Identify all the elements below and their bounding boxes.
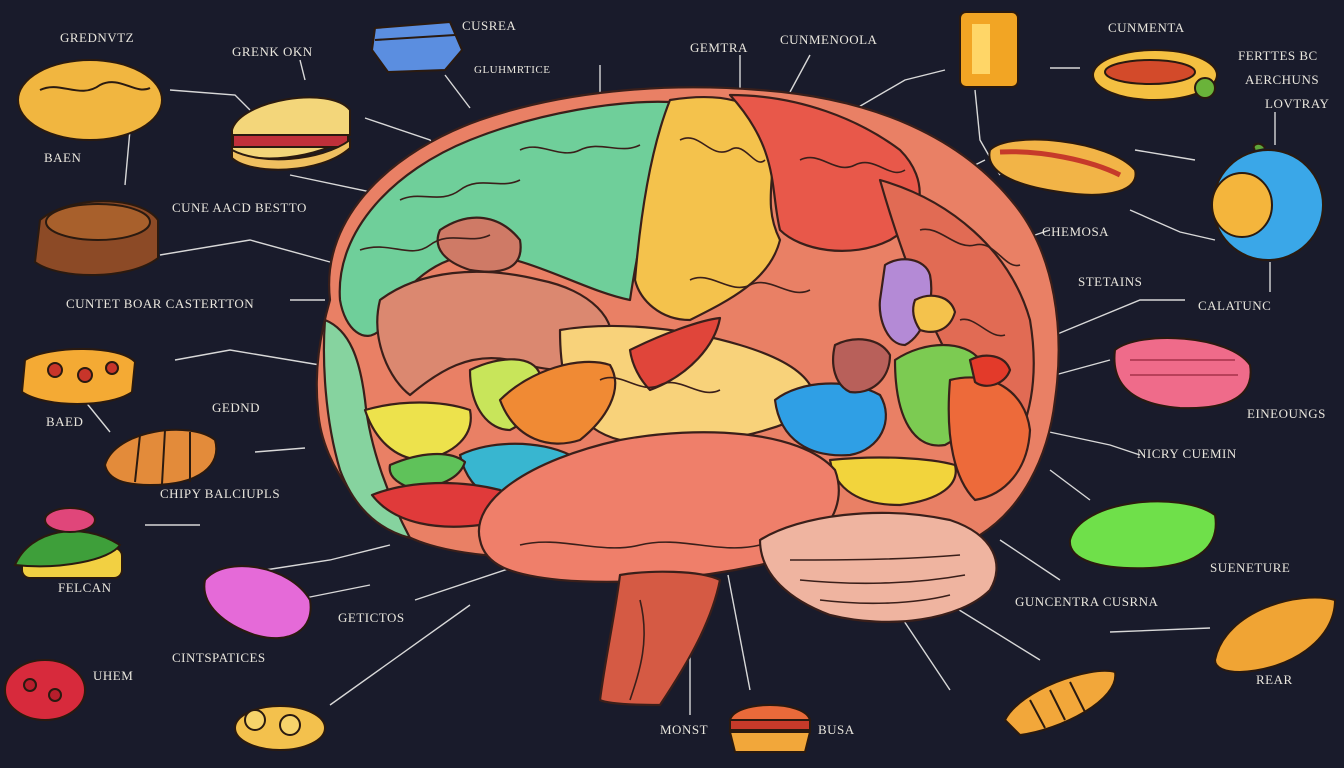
burger-icon — [728, 704, 812, 753]
label-right-lower-3: GUNCENTRA CUSRNA — [1015, 594, 1159, 609]
raspberry-icon — [4, 659, 86, 721]
gyri-lines — [359, 137, 1021, 701]
label-center-left: GETICTOS — [338, 610, 405, 625]
almond-icon — [1213, 596, 1337, 674]
label-almond: REAR — [1256, 672, 1293, 687]
label-pizza: BAED — [46, 414, 84, 429]
bread-loaf-icon — [17, 59, 163, 141]
label-blue-box: CUSREA — [462, 18, 517, 33]
label-right-mid-2: STETAINS — [1078, 274, 1143, 289]
juice-glass-icon — [959, 11, 1019, 88]
brain-illustration — [315, 86, 1060, 707]
candy-icon — [203, 565, 312, 640]
label-sandwich: GRENK OKN — [232, 44, 313, 59]
label-food-top-left: GREDNVTZ — [60, 30, 135, 45]
label-raspberry: UHEM — [93, 668, 134, 683]
pizza-icon — [20, 348, 137, 405]
nuts-icon — [234, 705, 326, 751]
yellow-left-region — [363, 401, 472, 462]
label-right-lower-1: NICRY CUEMIN — [1137, 446, 1237, 461]
cake-icon — [33, 200, 159, 276]
red-dot-region — [968, 354, 1012, 387]
corn-dog-icon — [1003, 669, 1117, 737]
label-bread: BAEN — [44, 150, 82, 165]
blue-box-icon — [370, 20, 464, 74]
label-bottom-center-left: MONST — [660, 722, 709, 737]
label-top-center-right: CUNMENOOLA — [780, 32, 878, 47]
apple-icon — [1211, 142, 1324, 261]
red-strip — [628, 316, 722, 392]
label-left-mid: CUNTET BOAR CASTERTTON — [66, 296, 255, 311]
label-croissant: GEDND — [212, 400, 260, 415]
brain-stem — [598, 570, 722, 707]
salad-icon — [13, 507, 123, 579]
label-top-center: GEMTRA — [690, 40, 748, 55]
label-right-1: FERTTES BC — [1238, 48, 1318, 63]
steak-icon — [1113, 337, 1252, 410]
maroon-region — [832, 338, 892, 394]
hotdog-icon-mid — [988, 138, 1137, 196]
label-bottom-center-right: BUSA — [818, 722, 855, 737]
label-salad: FELCAN — [58, 580, 112, 595]
label-top-right: CUNMENTA — [1108, 20, 1185, 35]
frontal-lobe-left-green — [322, 318, 412, 540]
label-bottom-left-1: CINTSPATICES — [172, 650, 266, 665]
sandwich-icon — [231, 96, 351, 171]
yellow-band-lower-right — [828, 456, 957, 507]
label-steak: EINEOUNGS — [1247, 406, 1326, 421]
hotdog-icon-top — [1092, 49, 1218, 101]
green-band — [388, 453, 467, 490]
label-cake: CUNE AACD BESTTO — [172, 200, 307, 215]
blue-region-right — [773, 382, 887, 457]
frontal-fold-brown — [436, 216, 522, 273]
label-right-mid-1: CHEMOSA — [1042, 224, 1110, 239]
label-right-3: LOVTRAY — [1265, 96, 1330, 111]
croissant-icon — [103, 428, 218, 487]
small-yellow-region — [912, 294, 957, 333]
label-right-2: AERCHUNS — [1245, 72, 1320, 87]
orange-region-right — [947, 376, 1032, 502]
orange-region — [498, 360, 617, 445]
label-right-lower-2: SUENETURE — [1210, 560, 1291, 575]
vegetable-icon — [1068, 500, 1217, 570]
label-right-mid-3: CALATUNC — [1198, 298, 1272, 313]
food-icons — [4, 11, 1337, 753]
label-left-lower: CHIPY BALCIUPLS — [160, 486, 281, 501]
cerebellum — [758, 511, 998, 623]
label-top-brain: GLUHMRTICE — [474, 64, 551, 76]
parietal-lobe-red — [728, 93, 921, 252]
